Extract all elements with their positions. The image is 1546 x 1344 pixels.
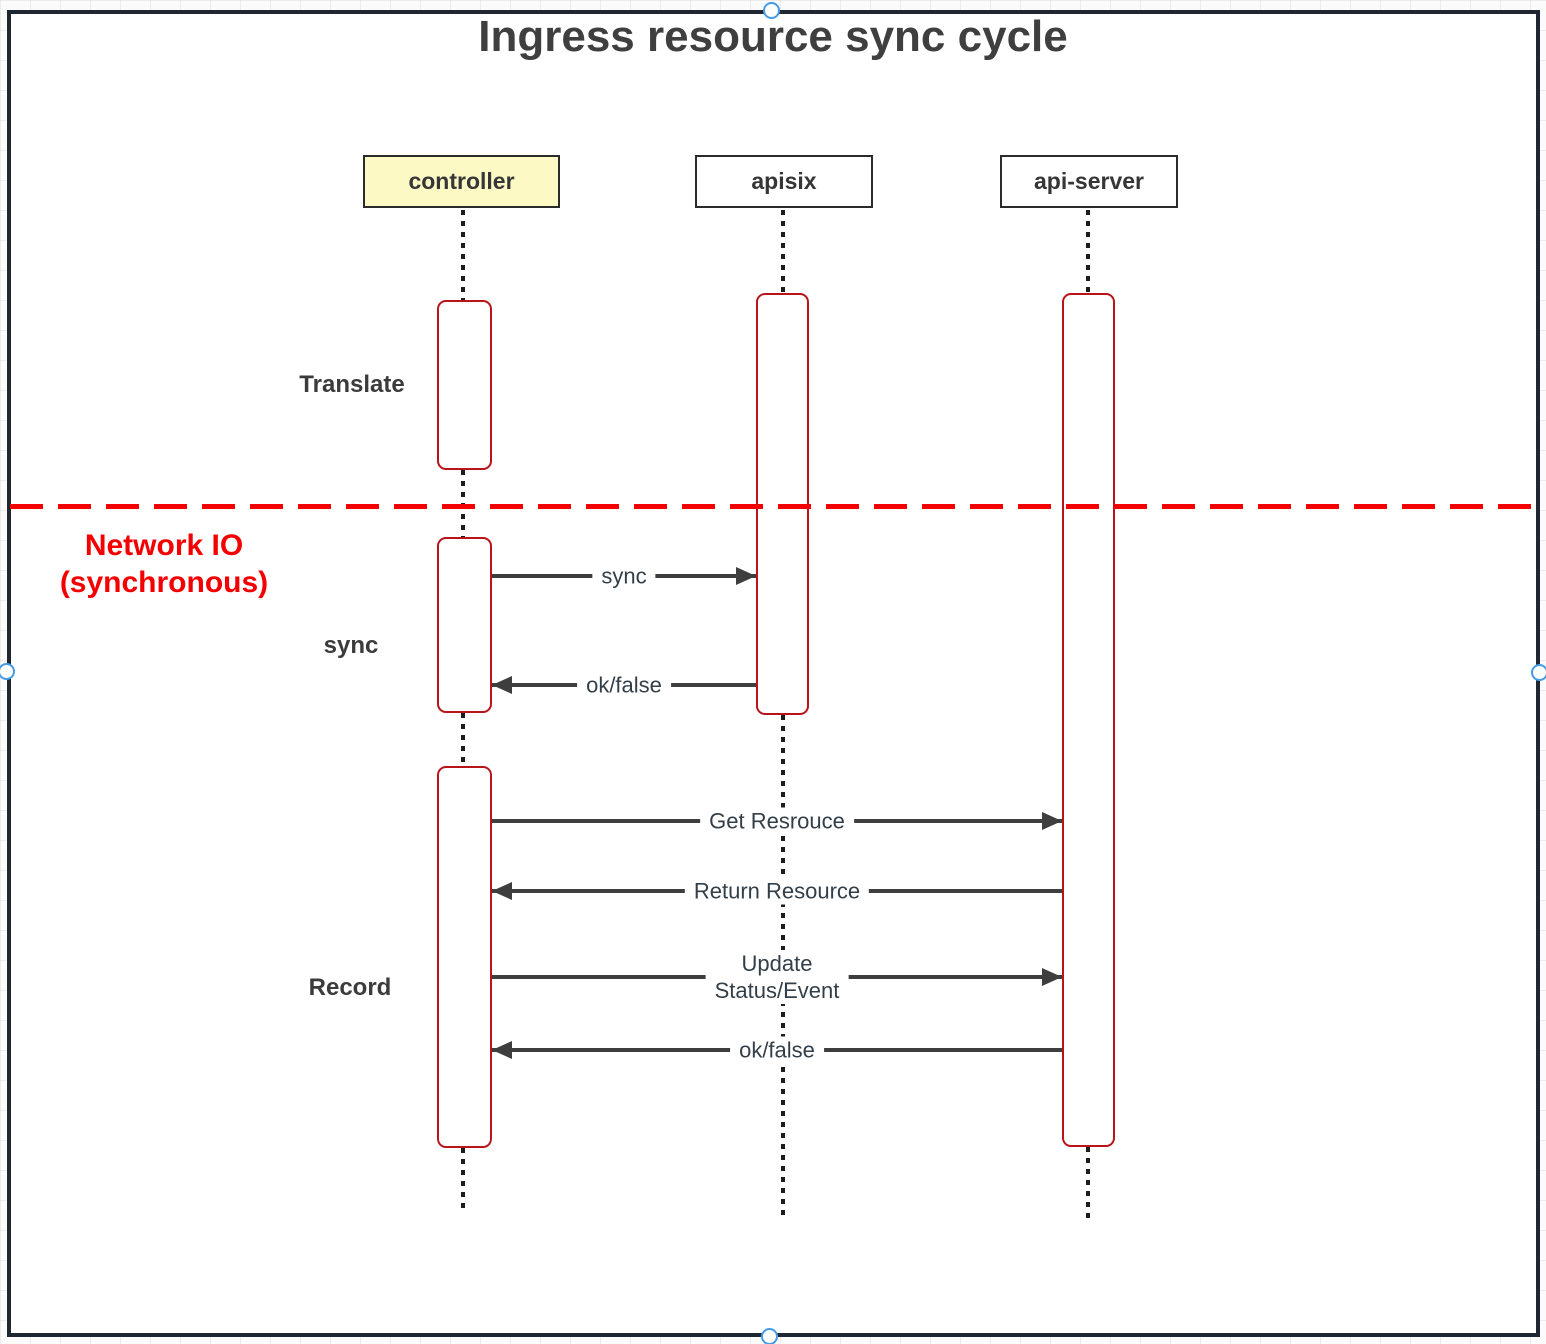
- message-arrow-ok-false-2[interactable]: ok/false: [492, 1036, 1062, 1064]
- network-io-divider-line: [10, 504, 1538, 509]
- controller-lifeline-segment: [461, 210, 465, 300]
- controller-lifeline-segment: [461, 1148, 465, 1210]
- message-label-line1: Update: [741, 951, 813, 976]
- activation-controller-record[interactable]: [437, 766, 492, 1148]
- message-label-return-resource: Return Resource: [684, 877, 870, 905]
- diagram-title: Ingress resource sync cycle: [478, 12, 1068, 61]
- message-label-ok-false-1: ok/false: [577, 671, 671, 699]
- message-arrow-sync[interactable]: sync: [492, 562, 756, 590]
- message-arrow-ok-false-1[interactable]: ok/false: [492, 671, 756, 699]
- arrowhead-left-icon: [492, 882, 512, 900]
- actor-label-api-server: api-server: [1034, 168, 1144, 194]
- phase-label-translate: Translate: [299, 371, 405, 398]
- network-io-note-line1: Network IO: [84, 529, 244, 562]
- api-server-lifeline-segment: [1086, 210, 1090, 293]
- message-label-sync: sync: [592, 562, 656, 590]
- network-io-note: Network IO (synchronous): [28, 527, 300, 601]
- selection-handle-top[interactable]: [763, 2, 780, 19]
- actor-box-api-server[interactable]: api-server: [1000, 155, 1178, 208]
- actor-box-controller[interactable]: controller: [363, 155, 560, 208]
- phase-label-sync: sync: [323, 632, 379, 659]
- selection-handle-left[interactable]: [0, 663, 15, 680]
- activation-controller-translate[interactable]: [437, 300, 492, 470]
- arrowhead-left-icon: [492, 1041, 512, 1059]
- phase-label-record: Record: [308, 974, 392, 1001]
- selection-handle-right[interactable]: [1531, 664, 1546, 681]
- message-label-ok-false-2: ok/false: [730, 1036, 824, 1064]
- activation-api-server[interactable]: [1062, 293, 1115, 1147]
- message-arrow-get-resource[interactable]: Get Resrouce: [492, 807, 1062, 835]
- actor-label-apisix: apisix: [751, 168, 817, 194]
- message-label-get-resource: Get Resrouce: [700, 807, 854, 835]
- controller-lifeline-segment: [461, 470, 465, 537]
- actor-box-apisix[interactable]: apisix: [695, 155, 873, 208]
- apisix-lifeline-segment: [781, 210, 785, 293]
- arrowhead-right-icon: [1042, 812, 1062, 830]
- arrowhead-left-icon: [492, 676, 512, 694]
- message-arrow-return-resource[interactable]: Return Resource: [492, 877, 1062, 905]
- arrowhead-right-icon: [736, 567, 756, 585]
- arrowhead-right-icon: [1042, 968, 1062, 986]
- network-io-note-line2: (synchronous): [59, 566, 269, 599]
- actor-label-controller: controller: [408, 168, 515, 194]
- message-label-update-status-event: Update Status/Event: [705, 950, 849, 1004]
- selection-handle-bottom[interactable]: [761, 1328, 778, 1344]
- activation-controller-sync[interactable]: [437, 537, 492, 713]
- message-arrow-update-status-event[interactable]: Update Status/Event: [492, 950, 1062, 1004]
- api-server-lifeline-segment: [1086, 1147, 1090, 1218]
- message-label-line2: Status/Event: [714, 978, 840, 1003]
- controller-lifeline-segment: [461, 713, 465, 766]
